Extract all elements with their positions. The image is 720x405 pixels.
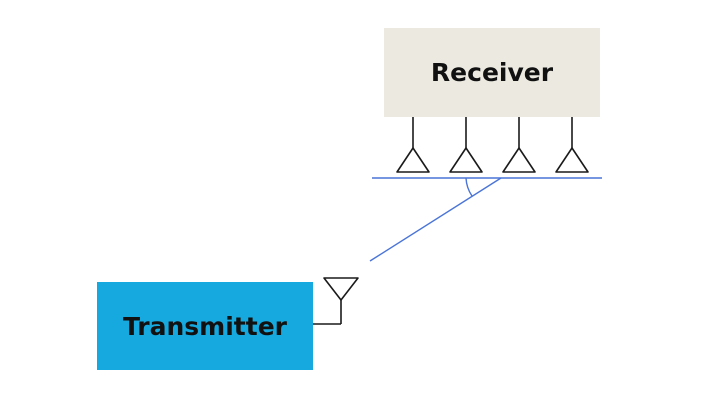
angle-of-arrival-arc: [465, 177, 473, 197]
transmitter-label: Transmitter: [123, 311, 287, 341]
receiver-antenna-3-icon: [502, 147, 536, 173]
transmitter-antenna-icon: [323, 277, 359, 301]
signal-path-line: [369, 177, 502, 262]
receiver-box: Receiver: [384, 28, 600, 117]
receiver-antenna-4-icon: [555, 147, 589, 173]
receiver-antenna-2-icon: [449, 147, 483, 173]
receiver-label: Receiver: [430, 58, 554, 87]
receiver-antenna-1-icon: [396, 147, 430, 173]
transmitter-box: Transmitter: [97, 282, 313, 370]
